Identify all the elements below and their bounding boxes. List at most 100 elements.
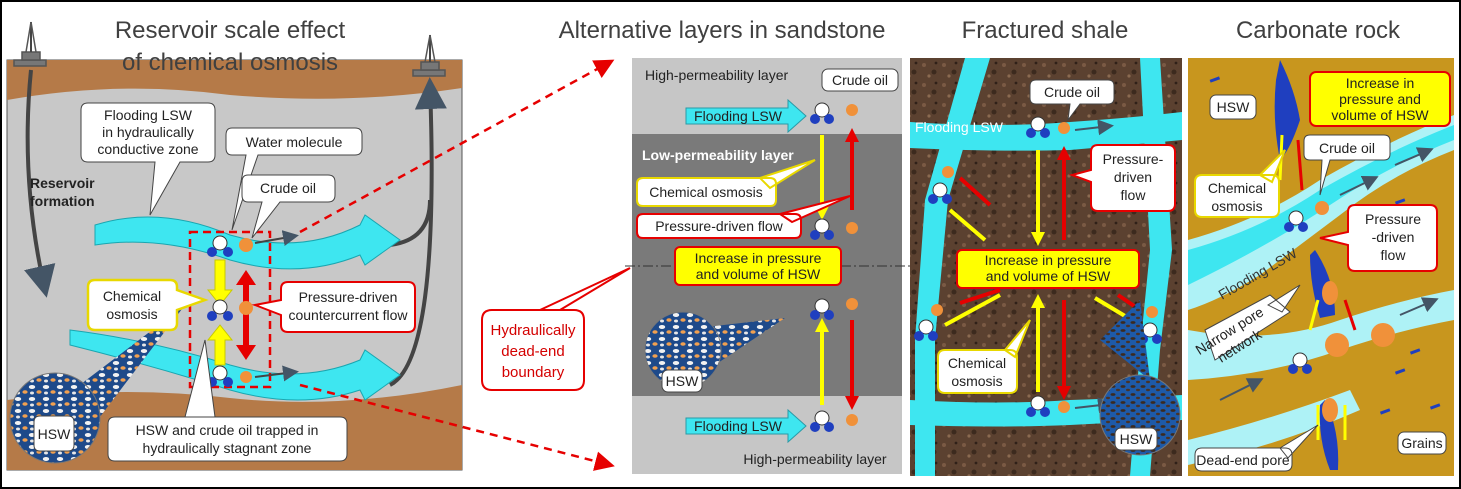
grains-label-p4: Grains [1401, 435, 1442, 451]
osmosis-label-p4-1: Chemical [1208, 180, 1266, 196]
dead-end-callout-p4 [1194, 424, 1319, 472]
flooding-label-1: Flooding LSW [104, 107, 193, 123]
high-perm-layer-bottom [632, 396, 902, 474]
panel-reservoir: Reservoir scale effect of chemical osmos… [6, 17, 463, 471]
osmosis-label-1: Chemical [103, 288, 161, 304]
hsw-label: HSW [38, 426, 71, 442]
pressure-label-1: Pressure-driven [299, 289, 398, 305]
oil-flow-arrow-p4-3 [1219, 378, 1264, 401]
sandstone-molecules [810, 102, 858, 432]
crude-oil-label-p2: Crude oil [832, 72, 888, 88]
osmosis-arrow-p3-top-head [1031, 232, 1045, 246]
oil-flow-arrow-p4-2 [1394, 147, 1434, 166]
dead-end-label-p4: Dead-end pore [1196, 452, 1290, 468]
high-perm-top-label: High-permeability layer [645, 67, 789, 83]
osmosis-arrow-p3-bottom-head [1031, 294, 1045, 308]
increase-label-p2-2: and volume of HSW [696, 266, 821, 282]
oil-flow-arrow-p4-1 [1339, 176, 1379, 196]
pressure-callout-p2 [636, 195, 851, 239]
pressure-arrow-p4-top [1296, 139, 1304, 191]
panel3-title: Fractured shale [962, 17, 1129, 44]
oil-flow-arrow-p4-4 [1399, 297, 1439, 316]
zoom-connector-top [299, 59, 615, 234]
flooding-callout [80, 102, 216, 216]
oil-flow-arrow-bottom [254, 365, 299, 382]
increase-label-p3-1: Increase in pressure [985, 252, 1112, 268]
osmosis-label-2: osmosis [106, 306, 157, 322]
flooding-label-p3: Flooding LSW [915, 119, 1004, 135]
injection-well-arrow [24, 69, 56, 298]
zoom-connector-bottom [299, 383, 615, 471]
pressure-label-p3-3: flow [1121, 187, 1147, 203]
pressure-callout [251, 281, 416, 333]
crude-oil-label: Crude oil [260, 180, 316, 196]
boundary-callout: Hydraulically dead-end boundary [481, 267, 631, 391]
pressure-arrow-p3-left-down [959, 288, 1001, 305]
oil-flow-arrow-top [254, 230, 299, 246]
water-molecule-icon [207, 235, 253, 387]
osmosis-arrow-p3-left-down [944, 293, 1001, 327]
boundary-label-1: Hydraulically [490, 322, 576, 339]
crude-oil-label-p3: Crude oil [1044, 84, 1100, 100]
low-perm-label: Low-permeability layer [642, 147, 794, 163]
osmosis-arrow-up [206, 259, 234, 306]
pressure-label-p4-1: Pressure [1365, 211, 1421, 227]
increase-callout-p2 [674, 246, 842, 286]
increase-label-p4-3: volume of HSW [1331, 107, 1429, 123]
trapped-label-1: HSW and crude oil trapped in [136, 422, 319, 438]
flooding-label-2: in hydraulically [102, 124, 194, 140]
narrow-pore-callout-p4 [1204, 284, 1301, 361]
osmosis-arrow-bottom-head [815, 318, 829, 332]
pressure-label-p3-1: Pressure- [1103, 151, 1164, 167]
osmosis-label-p2: Chemical osmosis [649, 184, 763, 200]
hsw-label-box-p3 [1114, 427, 1158, 451]
crude-oil-label-p4: Crude oil [1319, 140, 1375, 156]
trapped-label-2: hydraulically stagnant zone [143, 440, 312, 456]
osmosis-callout [86, 278, 209, 332]
panel1-title-line1: Reservoir scale effect [115, 17, 346, 44]
increase-callout-p4 [1309, 71, 1451, 127]
panel-carbonate: Carbonate rock [1188, 17, 1454, 476]
osmosis-callout-p2 [636, 159, 816, 207]
overburden-rock [7, 60, 462, 100]
flooding-label-3: conductive zone [97, 141, 198, 157]
high-perm-bottom-label: High-permeability layer [743, 451, 887, 467]
osmosis-label-p3-1: Chemical [948, 355, 1006, 371]
oil-flow-arrow-p3-top [1074, 119, 1114, 136]
crude-oil-callout [241, 174, 336, 239]
panel4-title: Carbonate rock [1236, 17, 1401, 44]
pressure-label-p3-2: driven [1114, 169, 1152, 185]
osmosis-label-p4-2: osmosis [1211, 198, 1262, 214]
fracture-left [915, 58, 990, 476]
grains-callout-p4 [1397, 431, 1447, 455]
trapped-callout [107, 339, 348, 462]
boundary-label-2: dead-end [501, 343, 564, 360]
pressure-callout-p4 [1319, 204, 1438, 272]
panel2-title: Alternative layers in sandstone [559, 17, 886, 44]
hsw-label-p3: HSW [1120, 431, 1153, 447]
osmosis-callout-p3 [937, 319, 1031, 394]
hsw-label-box [33, 415, 75, 452]
pressure-label-2: countercurrent flow [288, 307, 408, 323]
crude-oil-callout-p3 [1029, 79, 1115, 122]
reservoir-label-2: formation [30, 193, 95, 209]
osmosis-callout-p4 [1194, 149, 1286, 218]
pressure-label-p2: Pressure-driven flow [655, 218, 783, 234]
flooding-arrow-top [685, 98, 807, 134]
flooding-label-top: Flooding LSW [694, 108, 783, 124]
right-oil-rig-icon [412, 34, 446, 77]
flooding-label-bottom: Flooding LSW [694, 418, 783, 434]
pressure-arrow-p4-mid [1343, 299, 1357, 331]
pressure-arrow-p3-top-head [1057, 146, 1071, 160]
hsw-label-box-p2 [661, 369, 703, 393]
pressure-label-p4-3: flow [1381, 247, 1407, 263]
hsw-label-p2: HSW [666, 373, 699, 389]
increase-label-p2-1: Increase in pressure [695, 250, 822, 266]
pressure-callout-p3 [1068, 144, 1176, 212]
production-well-arrow-lower [388, 77, 447, 387]
pressure-arrow-p3-left-up [958, 176, 992, 207]
panel-sandstone: Alternative layers in sandstone [559, 17, 910, 474]
osmosis-arrow-down [206, 324, 234, 366]
